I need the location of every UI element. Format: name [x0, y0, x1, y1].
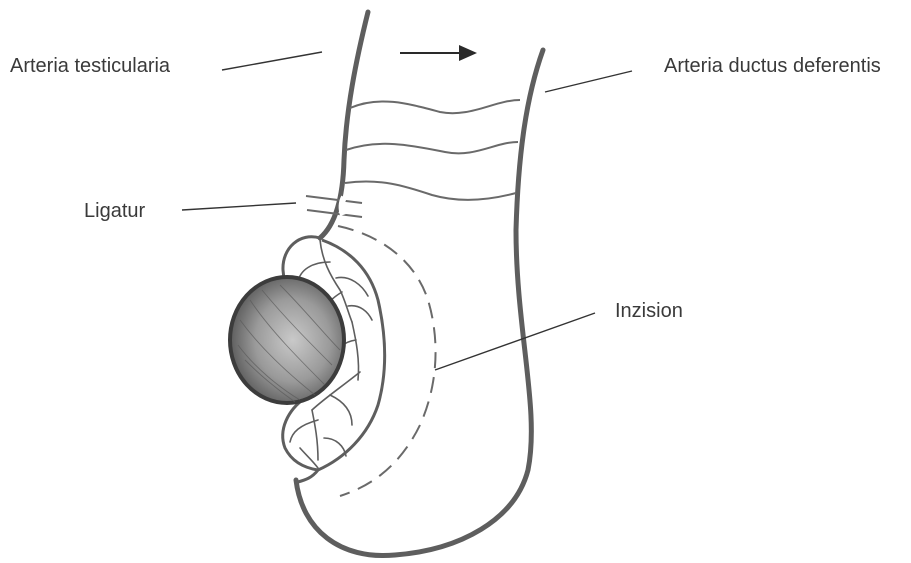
cord-crossline	[350, 100, 520, 113]
label-ligatur: Ligatur	[84, 201, 145, 221]
label-arteria-testicularia: Arteria testicularia	[10, 56, 170, 76]
leader-line-inzision	[435, 313, 595, 370]
testis	[230, 277, 344, 403]
leader-line-arteria-testicularia	[222, 52, 322, 70]
ligature-mark	[342, 197, 344, 215]
leader-line-ligatur	[182, 203, 296, 210]
label-arteria-ductus-deferentis: Arteria ductus deferentis	[664, 56, 881, 76]
ligature-mark	[306, 196, 362, 203]
leader-line-arteria-ductus-deferentis	[545, 71, 632, 92]
cord-crossline	[345, 181, 516, 199]
label-inzision: Inzision	[615, 301, 683, 321]
incision-dashed-line	[338, 226, 436, 496]
cord-crossline	[346, 142, 518, 153]
